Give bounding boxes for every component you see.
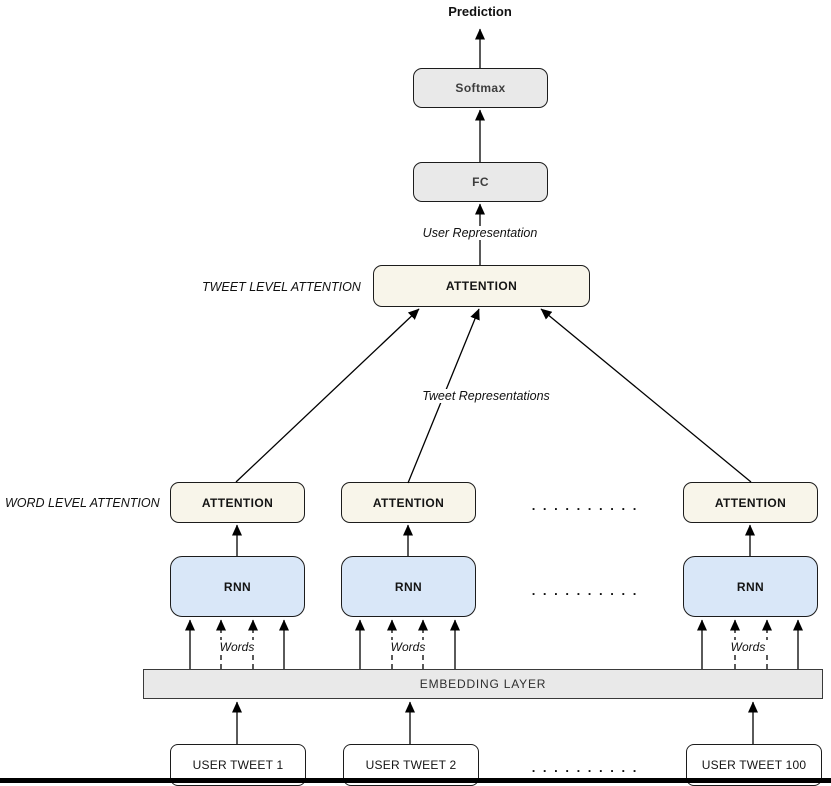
- rnn-box-100: RNN: [683, 556, 818, 617]
- arrow-wordatt1-to-tweetatt: [235, 308, 420, 483]
- prediction-label: Prediction: [448, 4, 512, 19]
- word-level-attention-caption: WORD LEVEL ATTENTION: [5, 496, 160, 510]
- bottom-divider-line: [0, 778, 831, 783]
- words-text: Words: [727, 640, 769, 654]
- word-attention-box-2: ATTENTION: [341, 482, 476, 523]
- words-label-1: Words: [207, 640, 267, 654]
- words-label-100: Words: [718, 640, 778, 654]
- fc-box: FC: [413, 162, 548, 202]
- arrow-wordatt100-to-tweetatt: [540, 308, 752, 483]
- word-attention-box-100: ATTENTION: [683, 482, 818, 523]
- rnn-box-2: RNN: [341, 556, 476, 617]
- ellipsis-attention-row: . . . . . . . . . .: [531, 498, 639, 513]
- word-attention-box-1: ATTENTION: [170, 482, 305, 523]
- user-representation-text: User Representation: [419, 226, 541, 240]
- ellipsis-tweet-row: . . . . . . . . . .: [531, 760, 639, 775]
- words-text: Words: [216, 640, 258, 654]
- tweet-representations-text: Tweet Representations: [419, 389, 553, 403]
- user-representation-label: User Representation: [400, 226, 560, 240]
- rnn-box-1: RNN: [170, 556, 305, 617]
- embedding-layer-bar: EMBEDDING LAYER: [143, 669, 823, 699]
- tweet-representations-label: Tweet Representations: [406, 389, 566, 403]
- ellipsis-rnn-row: . . . . . . . . . .: [531, 583, 639, 598]
- words-label-2: Words: [378, 640, 438, 654]
- softmax-box: Softmax: [413, 68, 548, 108]
- words-text: Words: [387, 640, 429, 654]
- tweet-level-attention-box: ATTENTION: [373, 265, 590, 307]
- tweet-level-attention-caption: TWEET LEVEL ATTENTION: [202, 280, 361, 294]
